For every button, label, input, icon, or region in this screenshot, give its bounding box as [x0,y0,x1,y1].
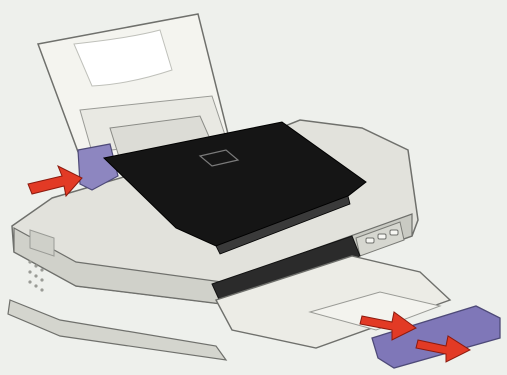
printer-illustration [0,0,507,375]
